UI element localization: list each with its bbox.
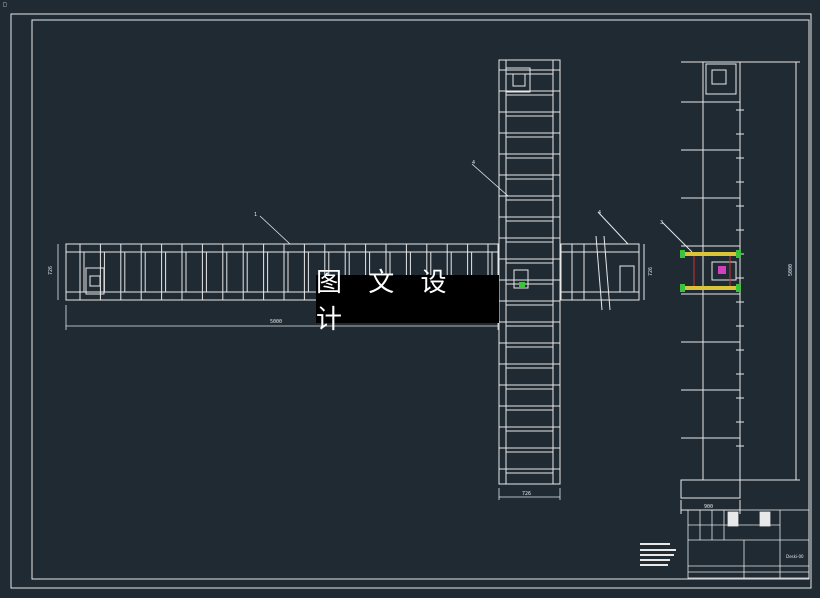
- watermark-banner: 图 文 设 计: [316, 268, 499, 335]
- balloon-2: 4: [472, 160, 475, 166]
- balloon-1: 1: [254, 212, 257, 218]
- technical-notes: [640, 543, 676, 566]
- dim-side-height: 5000: [788, 264, 794, 276]
- left-conveyor: [65, 243, 499, 301]
- dim-right-height: 726: [648, 267, 654, 276]
- center-conveyor: [498, 59, 561, 485]
- corner-mark: □: [3, 1, 7, 8]
- title-block: [687, 509, 810, 579]
- right-conveyor: [560, 211, 645, 311]
- dim-side-width: 900: [704, 504, 713, 510]
- center-dimensions: [471, 163, 561, 500]
- outer-border: [10, 13, 812, 589]
- dim-center-width: 726: [522, 491, 531, 497]
- dim-left-height: 726: [48, 266, 54, 275]
- balloon-3: 4: [598, 210, 601, 216]
- dim-left-length: 5000: [270, 319, 282, 325]
- side-view: [661, 61, 800, 514]
- inner-border: [31, 19, 810, 580]
- center-green-part: [519, 282, 525, 288]
- side-lift-assembly: [680, 250, 741, 292]
- title-block-drawing-no: Deski-00: [786, 554, 804, 559]
- balloon-4: 3: [660, 220, 663, 226]
